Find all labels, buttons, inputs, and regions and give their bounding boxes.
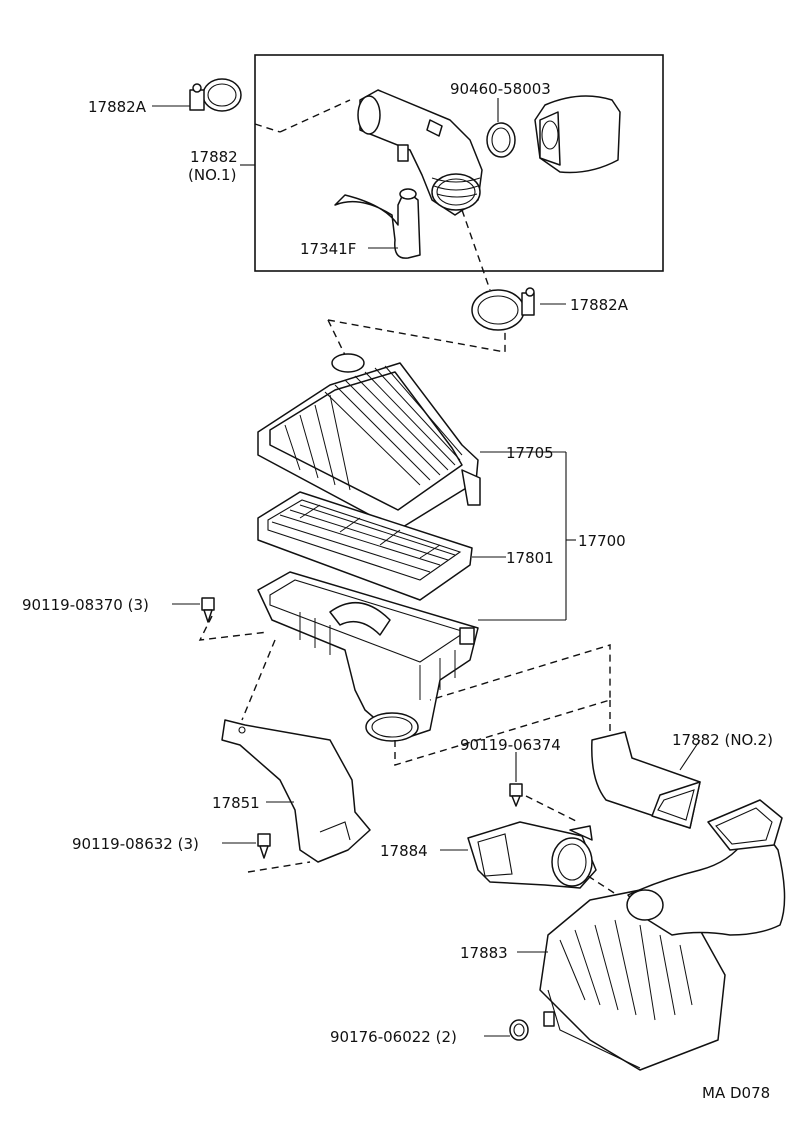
label-bolt-b: 90119-06374 [460, 736, 561, 754]
label-resonator: 90460-58003 [450, 80, 551, 98]
inset-frame [254, 54, 664, 272]
bolt-90119-08370 [201, 597, 215, 623]
resonator-17883 [539, 889, 726, 1071]
bolt-90119-06374 [509, 783, 523, 807]
clamp-17882a-lower [471, 287, 535, 331]
label-hose-no1-line1: 17882 [190, 148, 238, 166]
inlet-17884 [467, 821, 597, 889]
label-hose-no2: 17882 (NO.2) [672, 731, 773, 749]
bracket-17851 [221, 719, 371, 863]
diagram-code: MA D078 [702, 1084, 770, 1102]
hose-17882-no2 [591, 731, 701, 829]
label-clamp-lower: 17882A [570, 296, 629, 314]
label-hose-17341f: 17341F [300, 240, 356, 258]
label-bolt-c: 90119-08632 (3) [72, 835, 199, 853]
air-filter-element [257, 491, 473, 601]
label-bracket: 17851 [212, 794, 260, 812]
bolt-90119-08632 [257, 833, 271, 859]
grommet-90176-06022 [509, 1019, 529, 1041]
resonator-box [534, 95, 621, 174]
air-cleaner-cap [257, 353, 481, 531]
label-inlet: 17884 [380, 842, 428, 860]
label-clamp-upper: 17882A [88, 98, 147, 116]
clamp-17882a-upper [189, 78, 242, 112]
label-cap: 17705 [506, 444, 554, 462]
label-grommet: 90176-06022 (2) [330, 1028, 457, 1046]
hose-17341f [334, 188, 421, 259]
label-bolt-a: 90119-08370 (3) [22, 596, 149, 614]
label-element: 17801 [506, 549, 554, 567]
clamp-small [486, 122, 516, 158]
label-hose-no1-line2: (NO.1) [188, 166, 236, 184]
large-tube [626, 799, 786, 936]
label-assembly: 17700 [578, 532, 626, 550]
air-cleaner-case [257, 571, 479, 742]
hose-17882-no1 [357, 89, 483, 216]
label-resonator-lower: 17883 [460, 944, 508, 962]
